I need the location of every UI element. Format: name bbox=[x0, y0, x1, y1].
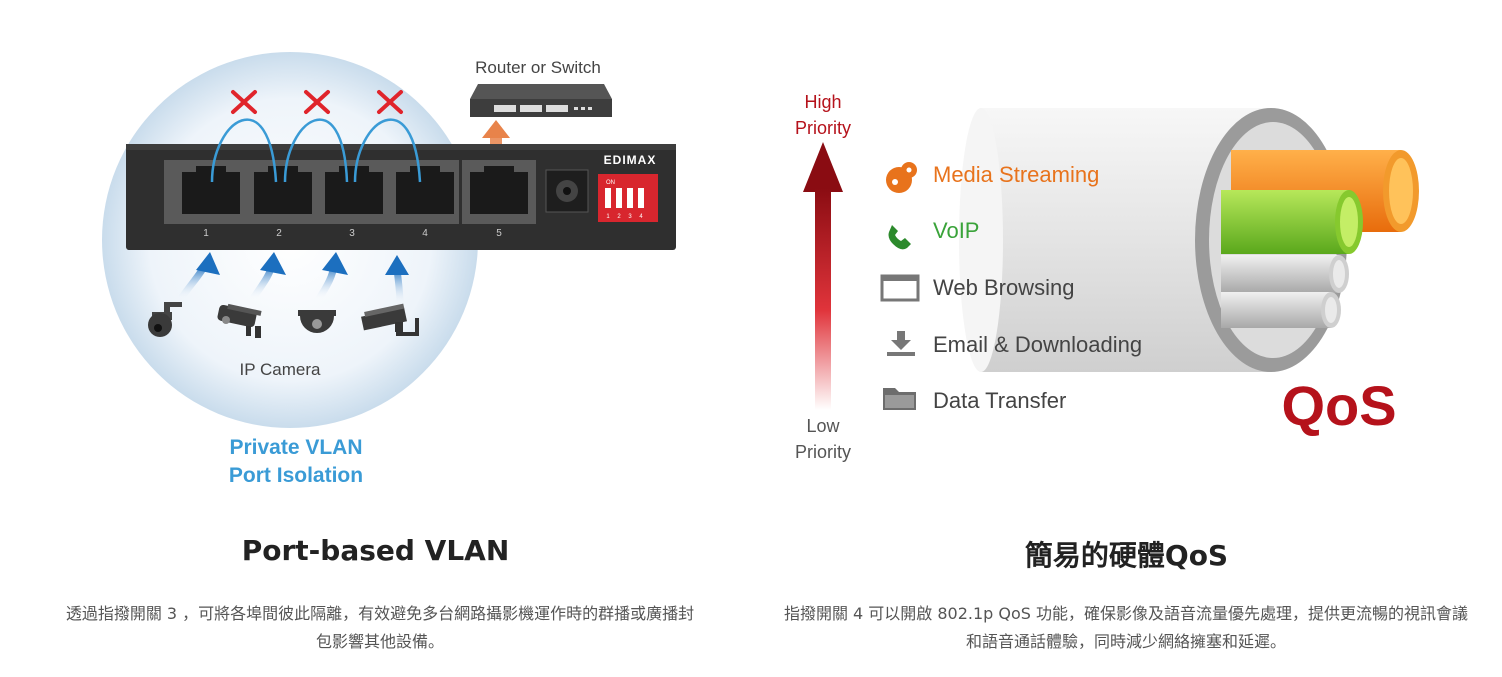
priority-arrow-icon bbox=[803, 142, 843, 410]
item-label: VoIP bbox=[933, 218, 979, 243]
port-number: 1 bbox=[203, 228, 209, 239]
low-priority-label: Priority bbox=[795, 442, 851, 462]
camera-uplink-arrow-icon bbox=[385, 255, 409, 306]
data-transfer-item: Data Transfer bbox=[883, 388, 1066, 413]
svg-text:3: 3 bbox=[628, 214, 632, 220]
item-label: Email & Downloading bbox=[933, 332, 1142, 357]
port-number: 3 bbox=[349, 228, 355, 239]
qos-title: 簡易的硬體QoS bbox=[1024, 539, 1229, 572]
vlan-caption-line1: Private VLAN bbox=[229, 436, 362, 459]
port-5 bbox=[470, 166, 528, 214]
high-priority-label: Priority bbox=[795, 118, 851, 138]
web-browsing-item: Web Browsing bbox=[880, 274, 1074, 302]
download-icon bbox=[887, 331, 915, 356]
svg-text:2: 2 bbox=[617, 214, 621, 220]
phone-icon bbox=[888, 225, 911, 250]
blocked-x-icon bbox=[231, 90, 403, 114]
router-label: Router or Switch bbox=[475, 58, 601, 77]
grey-pipe bbox=[1221, 255, 1349, 293]
item-label: Data Transfer bbox=[933, 388, 1066, 413]
media-streaming-item: Media Streaming bbox=[886, 162, 1099, 193]
brand-logo: EDIMAX bbox=[604, 153, 657, 167]
qos-description: 指撥開關 4 可以開啟 802.1p QoS 功能，確保影像及語音流量優先處理，… bbox=[783, 604, 1469, 651]
svg-text:1: 1 bbox=[606, 214, 610, 220]
port-4 bbox=[396, 166, 454, 214]
port-number: 5 bbox=[496, 228, 502, 239]
box-camera-icon bbox=[361, 303, 419, 336]
qos-badge: QoS bbox=[1281, 374, 1396, 437]
vlan-diagram: Router or Switch EDIMAX bbox=[102, 52, 676, 487]
port-2 bbox=[254, 166, 312, 214]
ptz-camera-icon bbox=[148, 302, 182, 337]
green-pipe bbox=[1221, 190, 1363, 254]
camera-uplink-arrow-icon bbox=[249, 252, 286, 302]
high-priority-label: High bbox=[804, 92, 841, 112]
power-jack-icon bbox=[545, 169, 589, 213]
port-number: 2 bbox=[276, 228, 282, 239]
voip-item: VoIP bbox=[888, 218, 979, 250]
camera-uplink-arrow-icon bbox=[177, 252, 220, 302]
item-label: Media Streaming bbox=[933, 162, 1099, 187]
qos-panel: High Priority Low Priority bbox=[751, 0, 1502, 677]
folder-icon bbox=[883, 388, 916, 410]
port-1 bbox=[182, 166, 240, 214]
vlan-description: 透過指撥開關 3 ，可將各埠間彼此隔離，有效避免多台網路攝影機運作時的群播或廣播… bbox=[65, 604, 695, 651]
vlan-title: Port-based VLAN bbox=[241, 534, 510, 567]
low-priority-label: Low bbox=[806, 416, 840, 436]
port-3 bbox=[325, 166, 383, 214]
router-switch-icon bbox=[470, 84, 612, 117]
camera-label: IP Camera bbox=[240, 360, 321, 379]
browser-window-icon bbox=[880, 274, 920, 302]
vlan-caption-line2: Port Isolation bbox=[229, 464, 363, 487]
item-label: Web Browsing bbox=[933, 275, 1074, 300]
blocked-links bbox=[210, 118, 422, 183]
port-number: 4 bbox=[422, 228, 428, 239]
vlan-panel: Router or Switch EDIMAX bbox=[65, 52, 695, 651]
dome-camera-icon bbox=[298, 310, 336, 333]
bullet-camera-icon bbox=[217, 303, 262, 338]
grey-pipe bbox=[1221, 292, 1341, 328]
svg-text:4: 4 bbox=[639, 214, 643, 220]
qos-diagram: High Priority Low Priority bbox=[795, 92, 1419, 462]
email-downloading-item: Email & Downloading bbox=[887, 331, 1142, 357]
dip-switch: ON 1 2 3 4 bbox=[598, 174, 658, 222]
camera-uplink-arrow-icon bbox=[315, 252, 348, 302]
gamepad-icon bbox=[886, 162, 917, 193]
svg-text:ON: ON bbox=[606, 180, 615, 186]
